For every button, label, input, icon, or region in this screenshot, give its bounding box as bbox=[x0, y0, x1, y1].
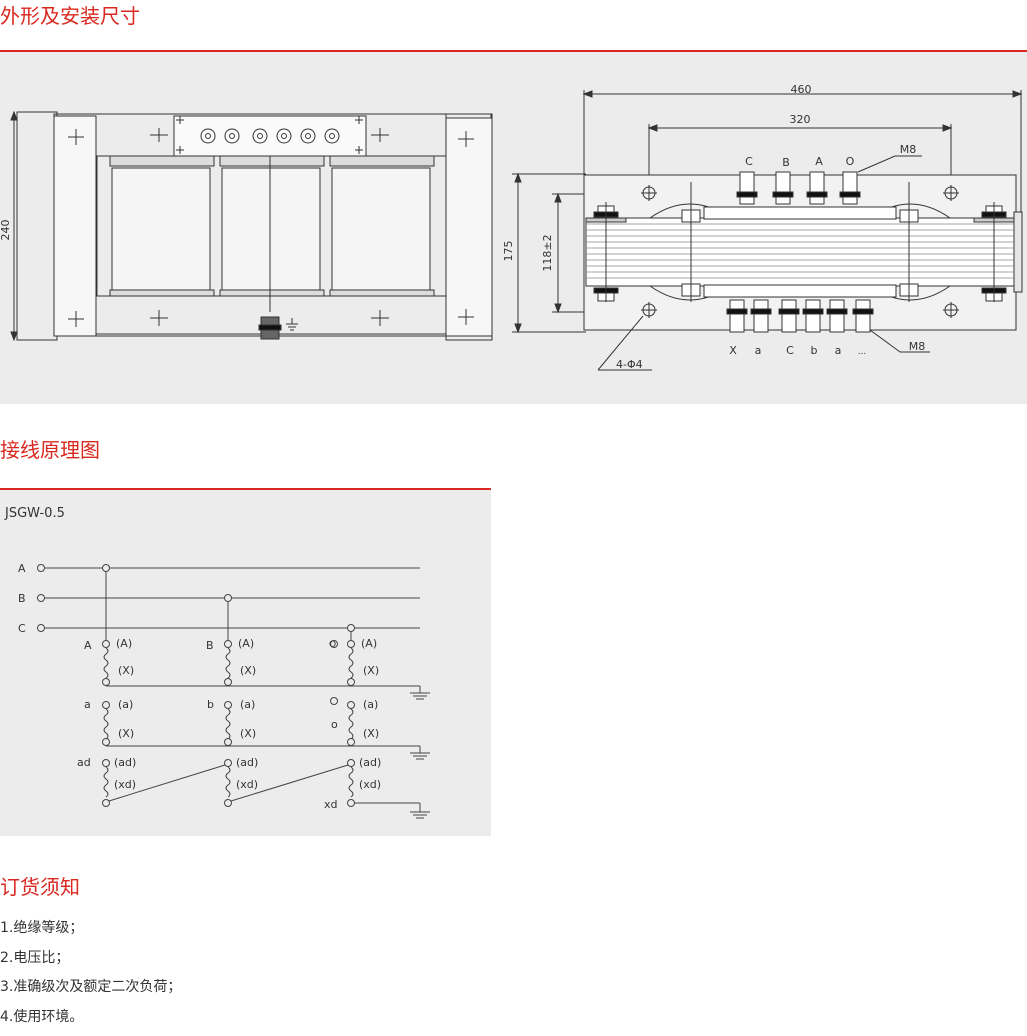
bus-label: A bbox=[18, 562, 26, 575]
primary-bottom-label: (X) bbox=[118, 664, 134, 677]
wiring-diagram-panel: JSGW-0.5 bbox=[0, 490, 491, 836]
residual-top-label: (ad) bbox=[236, 756, 258, 769]
ordering-list: 1.绝缘等级； 2.电压比； 3.准确级次及额定二次负荷； 4.使用环境。 bbox=[0, 918, 181, 1036]
secondary-col-label: a bbox=[84, 698, 91, 711]
top-terminal-label: B bbox=[782, 156, 790, 169]
primary-bottom-label: (X) bbox=[363, 664, 379, 677]
bus-label: B bbox=[18, 592, 26, 605]
secondary-top-label: (a) bbox=[118, 698, 133, 711]
primary-col-label: A bbox=[84, 639, 92, 652]
residual-bottom-label: (xd) bbox=[236, 778, 258, 791]
section-title-ordering: 订货须知 bbox=[0, 871, 80, 900]
secondary-bottom-label: (X) bbox=[363, 727, 379, 740]
dim-height-total: 175 bbox=[502, 241, 515, 262]
residual-top-label: (ad) bbox=[114, 756, 136, 769]
residual-end-label: xd bbox=[324, 798, 338, 811]
secondary-col-label: b bbox=[207, 698, 214, 711]
secondary-bottom-label: (X) bbox=[240, 727, 256, 740]
coil-3 bbox=[332, 168, 430, 290]
bolt-label-top: M8 bbox=[900, 143, 917, 156]
bottom-terminal-label: X bbox=[729, 344, 737, 357]
dimension-drawing: 240 bbox=[0, 52, 1027, 404]
residual-left-label: ad bbox=[77, 756, 91, 769]
dim-width-total: 460 bbox=[791, 83, 812, 96]
front-view-height-label: 240 bbox=[0, 220, 12, 241]
primary-col-label: O bbox=[329, 640, 336, 650]
top-terminal-label: C bbox=[745, 155, 753, 168]
bus-label: C bbox=[18, 622, 26, 635]
bottom-terminal-label: a bbox=[835, 344, 842, 357]
bottom-terminal-label: b bbox=[811, 344, 818, 357]
primary-top-label: (A) bbox=[361, 637, 377, 650]
front-view-left-plate bbox=[17, 112, 57, 340]
bottom-terminal-label: a bbox=[755, 344, 762, 357]
ordering-item: 4.使用环境。 bbox=[0, 1007, 181, 1036]
secondary-top-label: (a) bbox=[240, 698, 255, 711]
primary-bottom-label: (X) bbox=[240, 664, 256, 677]
ordering-item: 2.电压比； bbox=[0, 948, 181, 978]
side-view bbox=[512, 90, 1022, 370]
dim-height-core: 118±2 bbox=[541, 234, 554, 271]
ordering-item: 1.绝缘等级； bbox=[0, 918, 181, 948]
wiring-model-label: JSGW-0.5 bbox=[4, 506, 65, 521]
secondary-col-label: o bbox=[331, 718, 338, 731]
side-view-core bbox=[586, 218, 1014, 286]
bolt-label-bottom: M8 bbox=[909, 340, 926, 353]
section-title-wiring: 接线原理图 bbox=[0, 434, 100, 463]
residual-top-label: (ad) bbox=[359, 756, 381, 769]
ordering-item: 3.准确级次及额定二次负荷； bbox=[0, 977, 181, 1007]
coil-1 bbox=[112, 168, 210, 290]
dimension-drawing-panel: 240 bbox=[0, 52, 1027, 404]
residual-bottom-label: (xd) bbox=[359, 778, 381, 791]
mount-holes-label: 4-Φ4 bbox=[616, 358, 643, 371]
residual-bottom-label: (xd) bbox=[114, 778, 136, 791]
wiring-diagram: JSGW-0.5 bbox=[0, 490, 491, 836]
bottom-terminal-label: ... bbox=[858, 347, 867, 357]
dim-width-inner: 320 bbox=[790, 113, 811, 126]
primary-top-label: (A) bbox=[238, 637, 254, 650]
secondary-bottom-label: (X) bbox=[118, 727, 134, 740]
top-terminal-label: O bbox=[846, 155, 855, 168]
section-title-dimensions: 外形及安装尺寸 bbox=[0, 0, 140, 29]
top-terminal-label: A bbox=[815, 155, 823, 168]
coil-2 bbox=[222, 168, 320, 290]
bottom-terminal-label: C bbox=[786, 344, 794, 357]
primary-col-label: B bbox=[206, 639, 214, 652]
front-view bbox=[11, 112, 492, 340]
primary-top-label: (A) bbox=[116, 637, 132, 650]
front-view-terminal-block bbox=[174, 116, 366, 156]
secondary-top-label: (a) bbox=[363, 698, 378, 711]
